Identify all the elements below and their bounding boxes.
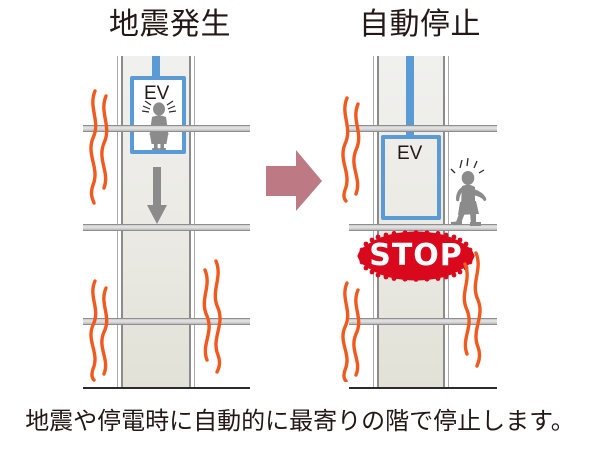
floor-slab [83,318,250,325]
shaft-wall-inner-right [189,56,191,388]
shaft-wall-inner-left [377,56,379,388]
elevator-cable-left [152,56,160,80]
down-arrow-icon [147,167,167,224]
shaft-wall-outer-right [448,56,449,388]
panel-title-right: 自動停止 [359,7,481,42]
floor-slab [349,224,497,231]
elevator-cable-right [406,56,414,138]
shake-waves-icon [462,251,482,368]
shake-waves-icon [202,259,222,374]
shake-waves-icon [341,281,361,382]
scene-auto-stop: EV [300,0,600,400]
walking-person-icon [450,157,487,226]
elevator-car-label-left: EV [144,83,170,104]
ground-line [349,387,497,389]
shaft-wall-outer-left [117,56,118,388]
elevator-car-label-right: EV [397,143,423,164]
occupant-person-icon [141,100,177,150]
floor-slab [349,125,497,132]
shaft-wall-outer-left [373,56,374,388]
ground-line [83,387,250,389]
floor-slab [349,318,497,325]
stop-badge-label: STOP [369,238,463,273]
elevator-car-right: EV [381,135,441,220]
shaft-wall-outer-right [194,56,195,388]
shaft-wall-inner-right [443,56,445,388]
shake-waves-icon [89,89,109,205]
stop-badge-burst-shape [357,230,475,282]
caption-text: 地震や停電時に自動的に最寄りの階で停止します。 [25,407,575,435]
scene-earthquake-occurs: EV [0,0,300,400]
panel-title-left: 地震発生 [109,7,231,42]
floor-slab [83,224,250,231]
shake-waves-icon [89,279,109,382]
stop-badge: STOP [356,230,476,282]
floor-slab [83,125,250,132]
shaft-wall-inner-left [121,56,123,388]
shake-waves-icon [341,96,361,203]
transition-arrow-icon [266,150,322,211]
